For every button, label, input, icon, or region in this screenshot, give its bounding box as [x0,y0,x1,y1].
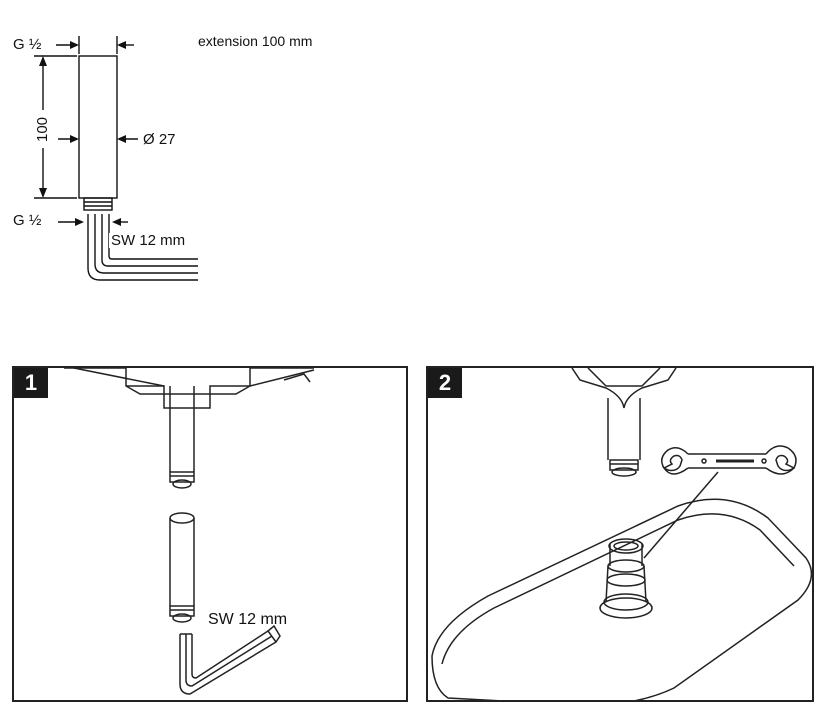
extension-pipe [78,55,118,199]
step-1-panel: 1 [12,366,408,702]
extension-note: extension 100 mm [198,33,313,49]
bottom-thread [83,197,113,211]
step-2-number: 2 [428,368,462,398]
step-1-number: 1 [14,368,48,398]
step-2-panel: 2 [426,366,814,702]
dimension-drawing [34,36,198,281]
diameter-label: Ø 27 [143,131,176,148]
bottom-thread-label: G ½ [13,212,42,229]
step-2-illustration [431,368,812,700]
wrench-size-label: SW 12 mm [109,232,188,249]
step-1-tool-label: SW 12 mm [208,611,288,628]
hex-key-icon [179,624,281,695]
length-label: 100 [34,116,52,143]
open-end-wrench-icon [661,445,797,475]
top-thread-label: G ½ [13,36,42,53]
step-1-illustration [64,368,315,695]
